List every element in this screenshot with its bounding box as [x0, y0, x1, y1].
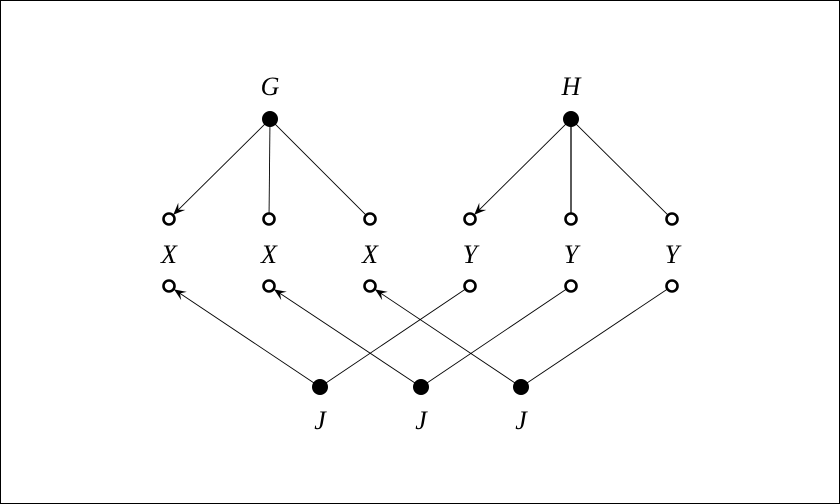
node-label-Y3t: Y	[665, 240, 682, 269]
node-H	[563, 111, 579, 127]
node-J1	[312, 379, 328, 395]
edge-J1-Y1b	[319, 288, 466, 388]
node-label-G: G	[261, 72, 280, 101]
edge-J2-X2b	[273, 288, 422, 388]
edge-G-X1t	[172, 118, 271, 216]
edge-G-X2t	[268, 118, 271, 214]
node-X3t	[363, 212, 377, 226]
node-X1t	[162, 212, 176, 226]
node-Y3t	[665, 212, 679, 226]
node-J3	[513, 379, 529, 395]
node-label-Y2t: Y	[564, 240, 581, 269]
edge-J3-Y3b	[520, 288, 668, 388]
arrowhead-icon	[374, 289, 388, 301]
node-label-X3t: X	[361, 240, 379, 269]
node-label-Y1t: Y	[463, 240, 480, 269]
edge-G-X3t	[269, 118, 367, 216]
arrowhead-icon	[173, 289, 187, 301]
node-Y1b	[463, 279, 477, 293]
node-Y2b	[564, 279, 578, 293]
node-Y1t	[463, 212, 477, 226]
node-label-X2t: X	[260, 240, 278, 269]
node-label-H: H	[561, 72, 582, 101]
node-Y3b	[665, 279, 679, 293]
edge-H-Y3t	[570, 118, 669, 216]
edge-H-Y1t	[473, 118, 572, 216]
arrowhead-icon	[173, 202, 186, 215]
node-G	[262, 111, 278, 127]
arrowhead-icon	[273, 289, 287, 301]
node-label-J1: J	[314, 406, 327, 435]
node-X3b	[363, 279, 377, 293]
node-X2t	[262, 212, 276, 226]
node-Y2t	[564, 212, 578, 226]
node-X2b	[262, 279, 276, 293]
node-label-J2: J	[415, 406, 428, 435]
edge-J1-X1b	[173, 288, 321, 388]
node-X1b	[162, 279, 176, 293]
node-label-X1t: X	[160, 240, 178, 269]
node-J2	[413, 379, 429, 395]
node-label-J3: J	[515, 406, 528, 435]
edge-J2-Y2b	[420, 288, 567, 388]
arrowhead-icon	[474, 202, 487, 215]
edge-J3-X3b	[374, 288, 522, 388]
